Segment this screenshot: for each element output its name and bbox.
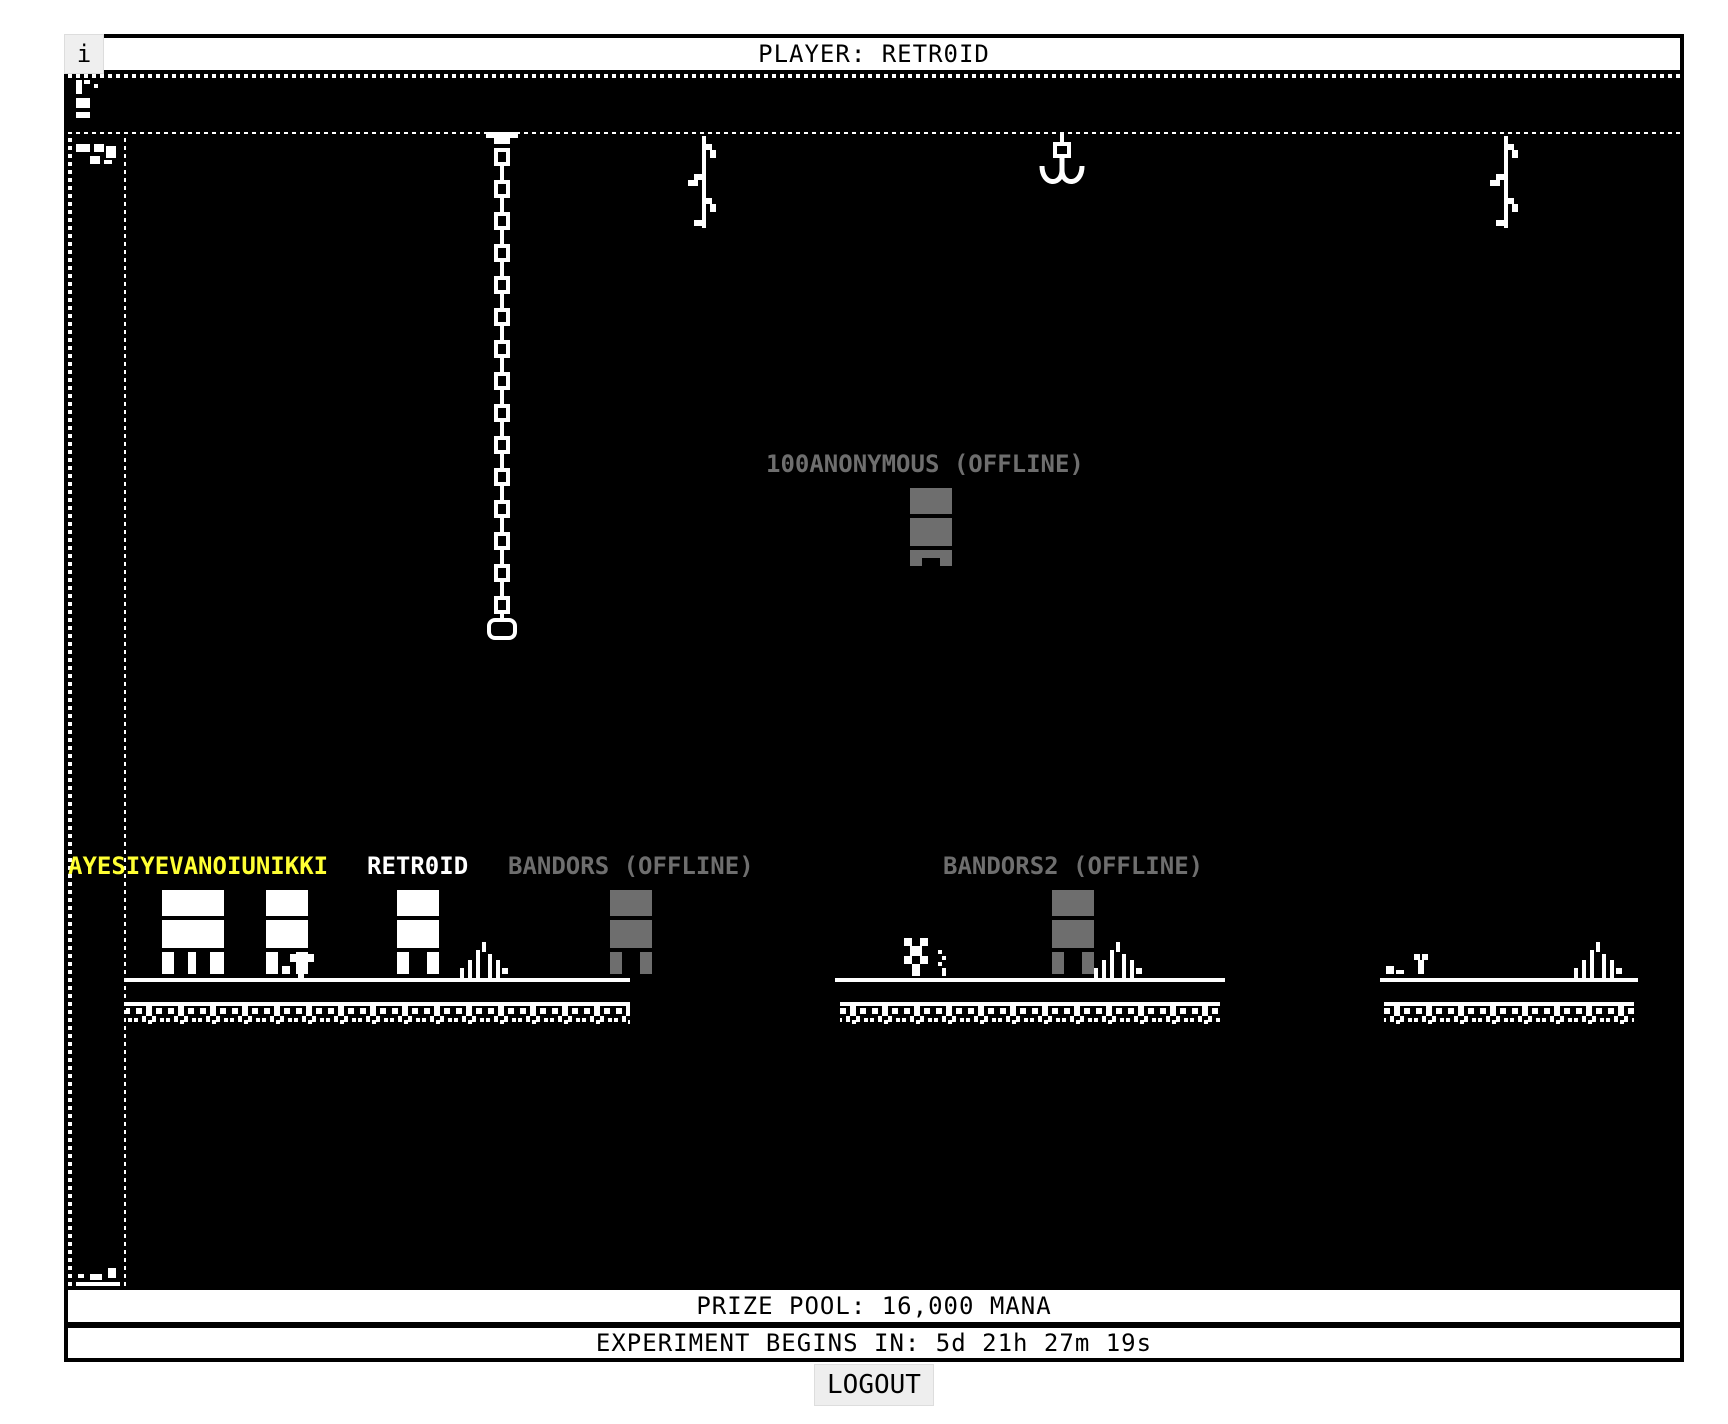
vine-icon [688, 136, 716, 228]
character-retroid [397, 890, 439, 974]
grass-icon [1574, 942, 1622, 978]
left-wall [68, 136, 126, 1286]
player-bar: PLAYER: RETR0ID [68, 38, 1680, 70]
grass-icon [1094, 942, 1142, 978]
flower-icon [1386, 954, 1428, 974]
prize-pool-bar: PRIZE POOL: 16,000 MANA [68, 1290, 1680, 1322]
hook-icon [1039, 132, 1085, 184]
ceiling [68, 74, 1680, 136]
countdown-bar: EXPERIMENT BEGINS IN: 5d 21h 27m 19s [68, 1328, 1680, 1358]
vine-icon [1490, 136, 1518, 228]
character-bandors [610, 890, 652, 974]
character-yevanoiu [266, 890, 308, 974]
platform-left [126, 978, 630, 1030]
player-label-bandors2: BANDORS2 (OFFLINE) [943, 852, 1204, 880]
platform-middle [835, 978, 1225, 1030]
grass-icon [460, 942, 508, 978]
flower-icon [904, 938, 946, 976]
game-frame [64, 34, 1684, 1362]
player-label-bandors: BANDORS (OFFLINE) [508, 852, 754, 880]
game-scene[interactable] [68, 74, 1680, 1286]
player-label-100anonymous: 100ANONYMOUS (OFFLINE) [766, 450, 1084, 478]
character-100anonymous [910, 488, 952, 566]
player-label-retroid: RETR0ID [367, 852, 469, 880]
chain-icon [486, 132, 518, 640]
player-label-ayesiyevanoiunikki: AYESIYEVANOIUNIKKI [68, 852, 329, 880]
platform-right [1380, 978, 1638, 1030]
character-ayes-a [162, 890, 224, 974]
character-bandors2 [1052, 890, 1094, 974]
info-button[interactable]: i [64, 34, 104, 74]
logout-button[interactable]: LOGOUT [814, 1364, 934, 1406]
